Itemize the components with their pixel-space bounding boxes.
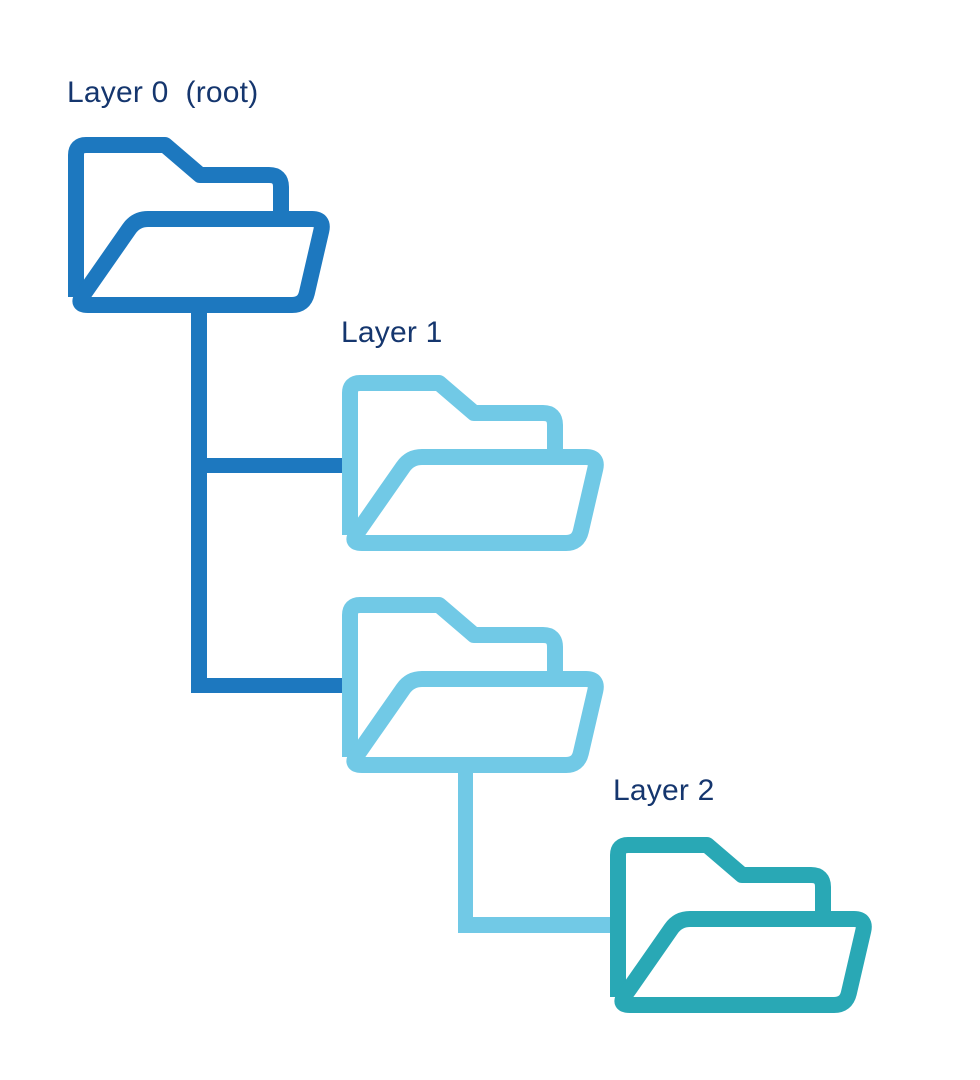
folder-back-panel	[68, 137, 289, 297]
folder-back-panel	[342, 597, 563, 757]
folder-back-panel	[610, 837, 831, 997]
folder-front-flap	[614, 911, 872, 1013]
folder-icon-layer2	[610, 837, 872, 1013]
connector-root-trunk	[191, 308, 207, 693]
label-layer-1: Layer 1	[341, 316, 443, 349]
label-layer-0-root: Layer 0 (root)	[67, 76, 259, 109]
connector-child2-to-layer2	[458, 917, 614, 933]
folder-icon-layer1-child1	[342, 375, 604, 551]
folder-front-flap	[346, 449, 604, 551]
folder-icon-root	[68, 137, 330, 313]
folder-front-flap	[346, 671, 604, 773]
folder-front-flap	[72, 211, 330, 313]
folder-back-panel	[342, 375, 563, 535]
connector-root-to-child1	[191, 458, 342, 473]
connector-root-to-child2	[191, 678, 342, 693]
label-layer-2: Layer 2	[613, 774, 715, 807]
connector-child2-trunk	[458, 770, 473, 933]
folder-icon-layer1-child2	[342, 597, 604, 773]
